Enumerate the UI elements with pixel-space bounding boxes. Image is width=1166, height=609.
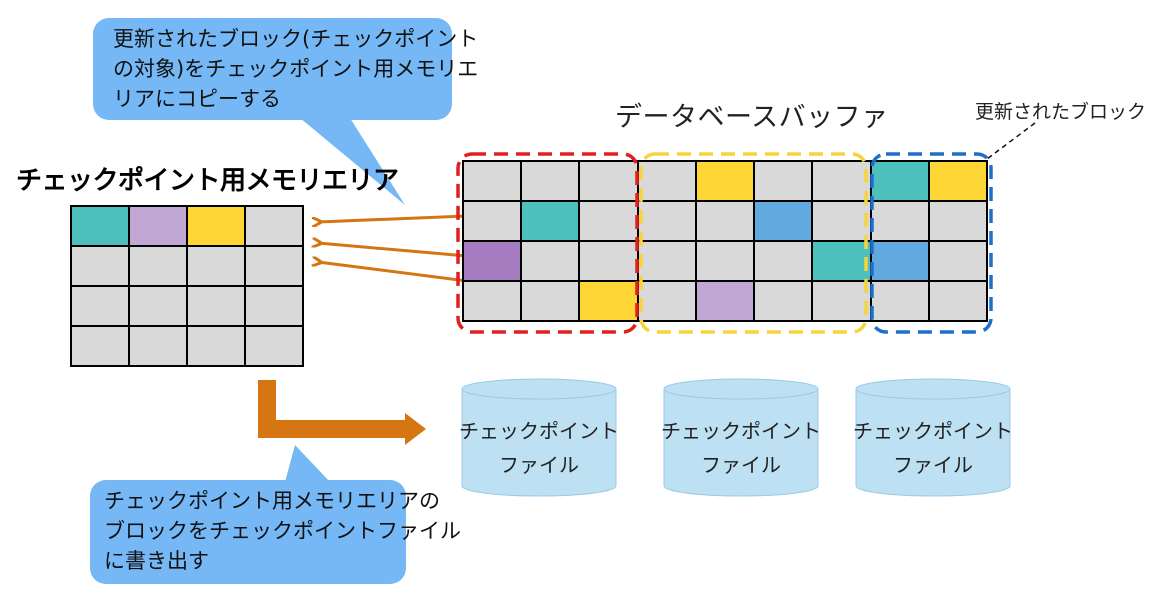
buffer-block-yellow (928, 161, 987, 201)
buffer-block-gray (463, 281, 522, 321)
buffer-block-purple (463, 241, 522, 281)
callout-bottom-text: チェックポイント用メモリエリアの ブロックをチェックポイントファイル に書き出す (104, 489, 461, 573)
checkpoint-file-cylinder-2 (663, 378, 819, 497)
checkpoint-file-label-3: チェックポイント ファイル (853, 419, 1013, 477)
buffer-block-gray (754, 241, 813, 281)
buffer-block-gray (812, 201, 871, 241)
callout-top-bubble (93, 18, 452, 205)
memory-block-gray (245, 326, 303, 366)
buffer-block-gray (579, 241, 638, 281)
buffer-block-gray (754, 161, 813, 201)
buffer-block-gray (812, 281, 871, 321)
buffer-block-gray (870, 201, 929, 241)
buffer-block-gray (637, 281, 696, 321)
checkpoint-file-label-1: チェックポイント ファイル (459, 419, 619, 477)
checkpoint-file-cylinder-1 (461, 378, 617, 497)
buffer-block-gray (579, 161, 638, 201)
memory-block-gray (129, 326, 187, 366)
buffer-block-teal (870, 161, 929, 201)
buffer-block-gray (521, 281, 580, 321)
write-out-arrow (258, 380, 426, 445)
buffer-block-yellow (579, 281, 638, 321)
buffer-block-teal (521, 201, 580, 241)
callout-bottom-bubble (90, 445, 406, 584)
memory-block-yellow (187, 206, 245, 246)
memory-block-gray (71, 246, 129, 286)
callout-top-text: 更新されたブロック(チェックポイント の対象)をチェックポイント用メモリエ リア… (113, 27, 479, 111)
buffer-block-gray (521, 161, 580, 201)
buffer-block-gray (579, 201, 638, 241)
memory-block-purple (129, 206, 187, 246)
updated-block-label: 更新されたブロック (975, 101, 1147, 123)
buffer-block-gray (928, 281, 987, 321)
buffer-block-yellow (695, 161, 755, 201)
memory-area-title: チェックポイント用メモリエリア (16, 166, 399, 196)
buffer-block-purple (695, 281, 755, 321)
buffer-block-gray (928, 201, 987, 241)
buffer-block-gray (812, 161, 871, 201)
buffer-block-gray (637, 201, 696, 241)
buffer-block-gray (695, 201, 755, 241)
buffer-block-blue (754, 201, 813, 241)
memory-block-gray (245, 206, 303, 246)
buffer-block-blue (870, 241, 929, 281)
buffer-block-gray (695, 241, 755, 281)
memory-block-gray (245, 246, 303, 286)
database-buffer-grid (462, 160, 988, 322)
checkpoint-file-cylinder-3 (855, 378, 1011, 497)
buffer-block-gray (754, 281, 813, 321)
memory-block-teal (71, 206, 129, 246)
memory-block-gray (129, 286, 187, 326)
memory-block-gray (71, 286, 129, 326)
buffer-block-gray (637, 241, 696, 281)
buffer-block-gray (928, 241, 987, 281)
buffer-block-teal (812, 241, 871, 281)
memory-block-gray (71, 326, 129, 366)
memory-block-gray (129, 246, 187, 286)
memory-block-gray (187, 246, 245, 286)
memory-block-gray (245, 286, 303, 326)
memory-block-gray (187, 326, 245, 366)
memory-block-gray (187, 286, 245, 326)
buffer-block-gray (521, 241, 580, 281)
buffer-block-gray (870, 281, 929, 321)
buffer-block-gray (463, 201, 522, 241)
buffer-block-gray (637, 161, 696, 201)
checkpoint-file-label-2: チェックポイント ファイル (661, 419, 821, 477)
memory-area-grid (70, 205, 304, 367)
buffer-block-gray (463, 161, 522, 201)
buffer-title: データベースバッファ (615, 102, 889, 133)
